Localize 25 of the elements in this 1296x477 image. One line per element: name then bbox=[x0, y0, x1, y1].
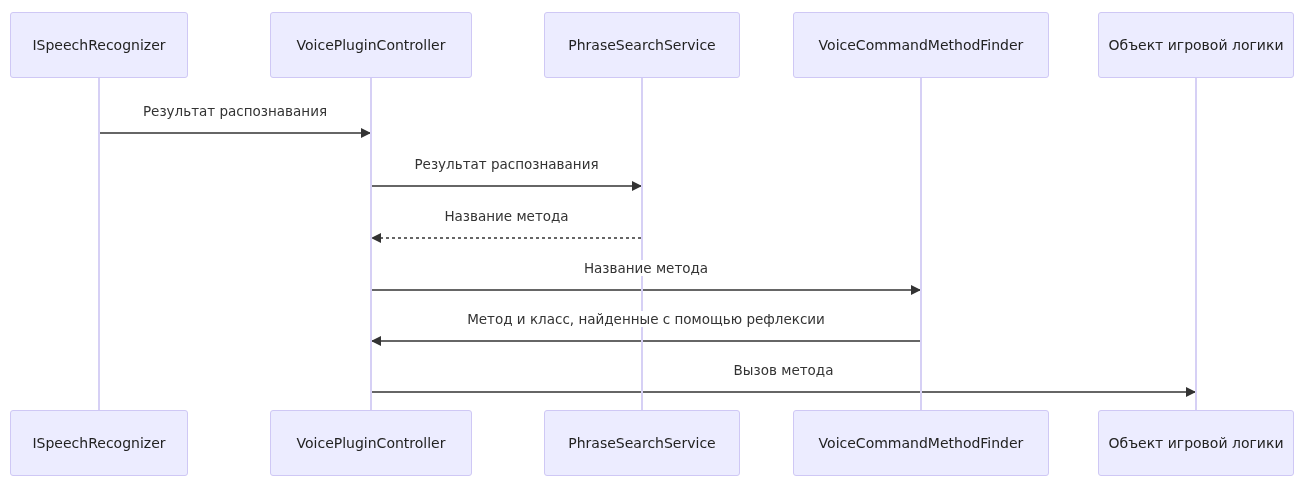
edge-label: Результат распознавания bbox=[412, 156, 601, 172]
participant-box: PhraseSearchService bbox=[544, 12, 740, 78]
edge-label: Название метода bbox=[442, 208, 571, 224]
lifeline bbox=[1195, 78, 1197, 410]
message-arrow bbox=[371, 285, 921, 295]
participant-box: Объект игровой логики bbox=[1098, 410, 1294, 476]
lifeline bbox=[641, 78, 643, 410]
participant-box: ISpeechRecognizer bbox=[10, 410, 188, 476]
participant-box: ISpeechRecognizer bbox=[10, 12, 188, 78]
message-arrow bbox=[99, 128, 371, 138]
lifeline bbox=[98, 78, 100, 410]
edge-label: Метод и класс, найденные с помощью рефлексии bbox=[465, 311, 827, 327]
lifeline bbox=[370, 78, 372, 410]
message-arrow bbox=[371, 181, 642, 191]
participant-box: VoicePluginController bbox=[270, 12, 472, 78]
edge-label: Вызов метода bbox=[731, 362, 836, 378]
lifeline bbox=[920, 78, 922, 410]
participant-box: VoiceCommandMethodFinder bbox=[793, 12, 1049, 78]
participant-box: VoicePluginController bbox=[270, 410, 472, 476]
message-arrow bbox=[371, 387, 1196, 397]
participant-box: PhraseSearchService bbox=[544, 410, 740, 476]
message-arrow bbox=[371, 233, 642, 243]
participant-box: VoiceCommandMethodFinder bbox=[793, 410, 1049, 476]
participant-box: Объект игровой логики bbox=[1098, 12, 1294, 78]
message-arrow bbox=[371, 336, 921, 346]
